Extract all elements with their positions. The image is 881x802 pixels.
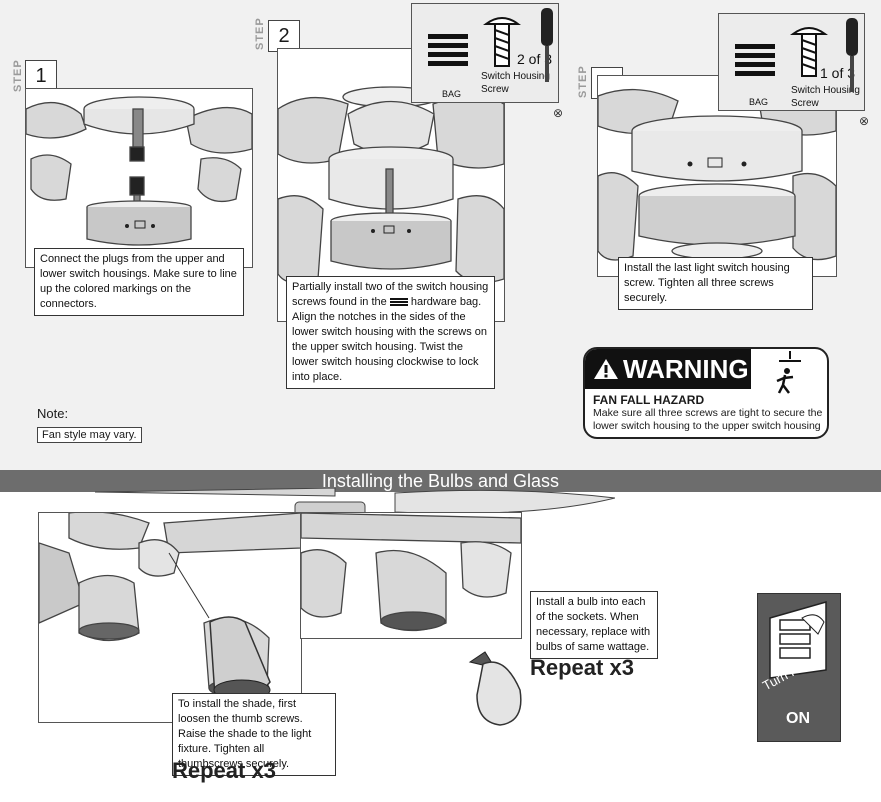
warning-heading: WARNING <box>623 354 749 384</box>
bag-inline-icon <box>389 297 408 307</box>
bulb-instructions: Install a bulb into each of the sockets.… <box>530 591 658 659</box>
repeat-count-shades: Repeat x3 <box>172 758 276 783</box>
power-switch-graphic: Turn Power ON <box>757 593 841 742</box>
step-2-text-after: hardware bag. Align the notches in the s… <box>292 296 488 383</box>
warning-title: FAN FALL HAZARD <box>593 393 705 407</box>
bag-icon <box>735 44 775 80</box>
step-2-instructions: Partially install two of the switch hous… <box>286 276 495 389</box>
bag-count: 2 of 3 <box>517 51 553 67</box>
screw-icon <box>789 27 829 77</box>
step-1-tag: STEP <box>12 59 24 92</box>
step-2-text-before: Partially install two of the switch hous… <box>292 281 489 308</box>
bag-count: 1 of 3 <box>820 65 856 81</box>
no-power-tool-icon: ⊗ <box>553 106 564 120</box>
no-power-tool-icon: ⊗ <box>859 114 870 128</box>
bag-label: BAG <box>749 97 769 107</box>
note-text: Fan style may vary. <box>37 427 142 443</box>
screwdriver-icon <box>541 8 553 82</box>
step-2-number: 2 <box>268 20 300 52</box>
bag-label: BAG <box>442 89 462 99</box>
repeat-count-bulbs: Repeat x3 <box>530 655 634 680</box>
step-1-instructions: Connect the plugs from the upper and low… <box>34 248 244 316</box>
warning-header: WARNING <box>585 349 751 389</box>
bag-icon <box>428 34 468 70</box>
section-title: Installing the Bulbs and Glass <box>0 470 881 492</box>
step-1-illustration <box>25 88 253 268</box>
power-state: ON <box>786 710 810 727</box>
bag-info-step-2: BAG 2 of 3 Switch Housing Screw <box>411 3 559 103</box>
bag-info-step-3: BAG 1 of 3 Switch Housing Screw <box>718 13 865 111</box>
warning-box: WARNING FAN FALL HAZARD Make sure all th… <box>583 347 829 439</box>
step-3-tag: STEP <box>577 65 589 98</box>
bag-part-name: Switch Housing Screw <box>481 71 550 95</box>
bag-part-name: Switch Housing Screw <box>791 85 860 109</box>
step-1-number: 1 <box>25 60 57 92</box>
step-3-instructions: Install the last light switch housing sc… <box>618 257 813 310</box>
warning-triangle-icon <box>594 359 618 379</box>
warning-body: Make sure all three screws are tight to … <box>593 407 823 432</box>
note-label: Note: <box>37 406 69 421</box>
step-2-tag: STEP <box>254 17 266 50</box>
screw-icon <box>482 17 522 67</box>
screwdriver-icon <box>846 18 858 92</box>
falling-fan-icon <box>776 351 801 394</box>
breaker-panel-icon <box>769 601 827 679</box>
bulb-illustration <box>300 512 522 639</box>
shade-instructions: To install the shade, first loosen the t… <box>172 693 336 776</box>
light-bulb <box>468 651 522 726</box>
